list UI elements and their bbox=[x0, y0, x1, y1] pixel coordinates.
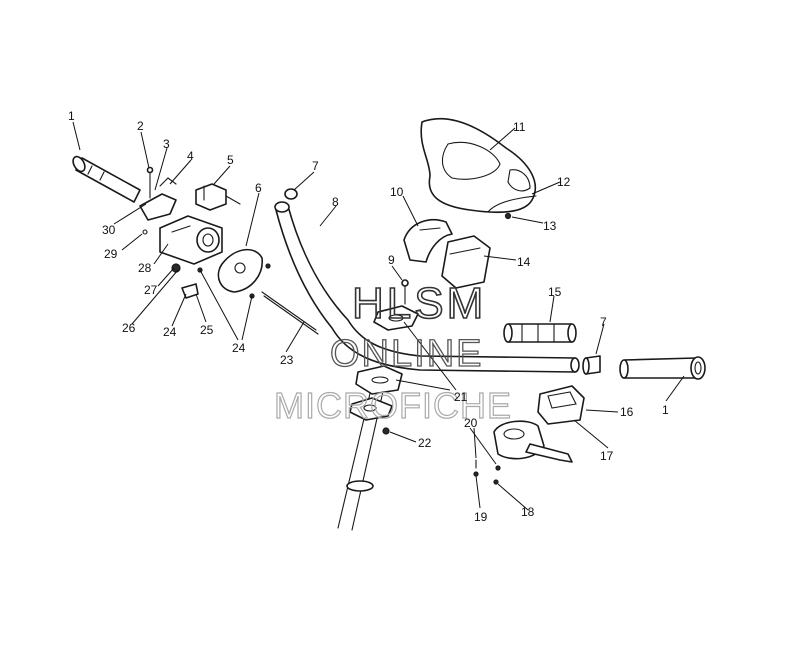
callout-27: 27 bbox=[144, 283, 158, 297]
callout-15: 15 bbox=[548, 285, 562, 299]
headlight-pod bbox=[420, 117, 537, 214]
callout-19: 19 bbox=[474, 510, 488, 524]
small-hardware-right bbox=[382, 427, 501, 485]
callout-16: 16 bbox=[620, 405, 634, 419]
bar-end-plug-left bbox=[284, 188, 298, 200]
callout-7-right: 7 bbox=[600, 315, 607, 329]
callout-20: 20 bbox=[464, 416, 478, 430]
callout-11: 11 bbox=[513, 120, 526, 134]
throttle-cover bbox=[195, 183, 241, 211]
callout-28: 28 bbox=[138, 261, 152, 275]
callout-6: 6 bbox=[255, 181, 262, 195]
bar-end-plug-right bbox=[582, 355, 601, 375]
callout-9: 9 bbox=[388, 253, 395, 267]
callout-25: 25 bbox=[200, 323, 214, 337]
callout-26: 26 bbox=[122, 321, 136, 335]
callout-8-handlebar: 8 bbox=[332, 195, 339, 209]
watermark-line-2: ONLINE bbox=[330, 333, 483, 375]
callout-24-left: 24 bbox=[163, 325, 177, 339]
watermark-line-1: HLSM bbox=[352, 279, 486, 328]
callout-7-left: 7 bbox=[312, 159, 319, 173]
callout-1-right-grip: 1 bbox=[662, 403, 669, 417]
callout-29: 29 bbox=[104, 247, 118, 261]
callout-12: 12 bbox=[557, 175, 571, 189]
upper-cover bbox=[403, 218, 453, 263]
callout-4: 4 bbox=[187, 149, 194, 163]
callout-23: 23 bbox=[280, 353, 294, 367]
callout-24-right: 24 bbox=[232, 341, 246, 355]
steering-column bbox=[337, 384, 393, 531]
callout-labels: 1 2 3 4 5 6 7 8 9 10 11 12 13 14 15 7 16… bbox=[68, 109, 669, 524]
lower-cover bbox=[441, 235, 491, 289]
callout-22: 22 bbox=[418, 436, 432, 450]
bar-clamp-upper bbox=[373, 279, 419, 331]
callout-10: 10 bbox=[390, 185, 404, 199]
callout-21: 21 bbox=[454, 390, 468, 404]
left-grip bbox=[72, 155, 141, 203]
master-cylinder bbox=[493, 420, 573, 463]
handlebar-tube bbox=[274, 201, 580, 373]
grip-sleeve bbox=[503, 323, 577, 343]
callout-18: 18 bbox=[521, 505, 535, 519]
throttle-lever bbox=[139, 166, 177, 221]
callout-5: 5 bbox=[227, 153, 234, 167]
reservoir bbox=[537, 385, 585, 425]
callout-17: 17 bbox=[600, 449, 614, 463]
callout-30: 30 bbox=[102, 223, 116, 237]
throttle-housing bbox=[159, 215, 223, 265]
watermark: HLSM ONLINE MICROFICHE bbox=[273, 278, 512, 426]
right-grip bbox=[619, 356, 706, 380]
callout-13: 13 bbox=[543, 219, 557, 233]
watermark-line-3: MICROFICHE bbox=[274, 385, 512, 426]
column-clamp bbox=[349, 397, 393, 421]
leader-lines bbox=[72, 121, 685, 511]
callout-2: 2 bbox=[137, 119, 144, 133]
brake-lever bbox=[525, 443, 573, 463]
callout-1-left-grip: 1 bbox=[68, 109, 75, 123]
callout-3: 3 bbox=[163, 137, 170, 151]
callout-14: 14 bbox=[517, 255, 531, 269]
throttle-cable bbox=[261, 291, 319, 335]
pod-wire bbox=[487, 195, 537, 220]
bar-clamp-lower bbox=[355, 365, 403, 395]
throttle-cap bbox=[217, 248, 271, 293]
